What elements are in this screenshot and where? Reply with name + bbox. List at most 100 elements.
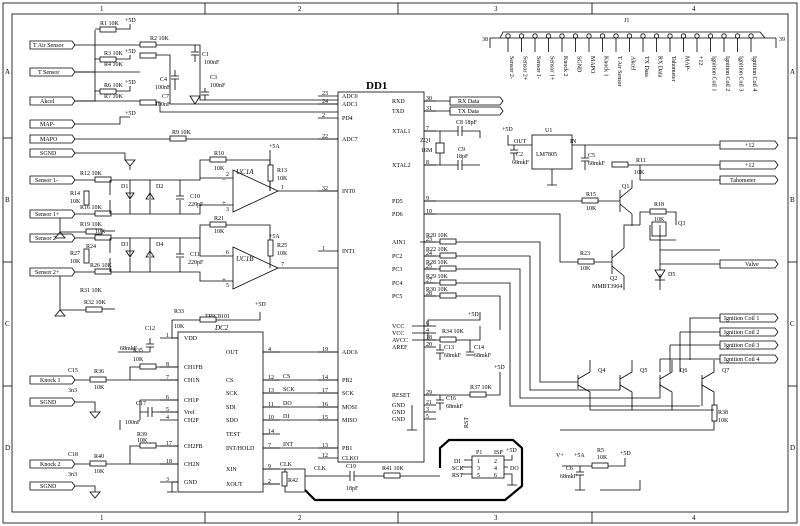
mcu-right-pin-name: AVCC [392, 338, 408, 344]
rail-p5d-reg: +5D [502, 127, 513, 133]
label-r24-value: 10K [95, 229, 106, 235]
tpic-left-pin-name: VDD [184, 336, 198, 342]
ign-q-body [619, 360, 633, 410]
mcu-right-pin-name: AIN1 [392, 240, 406, 246]
isp-pin-3: 3 [477, 466, 480, 472]
label-r38-value: 10K [718, 418, 729, 424]
opamp-uc1b-pin-inv: 6 [226, 250, 229, 256]
label-r40: R40 [94, 454, 104, 460]
conn-knock2: Knock 2 [40, 462, 61, 468]
tpic-left-pin-num: 18 [166, 459, 172, 465]
crystal-value: 16M [421, 148, 433, 154]
tpic-net-clk-2: CLK [280, 462, 293, 468]
mcu-left-pin-name: SCK [342, 391, 354, 397]
rail-p5a-2: +5A [269, 234, 280, 240]
tpic-left-pin-name: CH2N [184, 462, 200, 468]
rail-p5d-5: +5D [620, 451, 631, 457]
frame-col-4-top: 4 [692, 5, 696, 13]
mcu-left-pin-num: 19 [322, 347, 328, 353]
label-r23: R23 [580, 251, 590, 257]
regulator-pin-in: IN [570, 139, 577, 145]
tpic-right-pin-name: INT/HOLD [226, 446, 255, 452]
label-r34: R34 10K [442, 329, 465, 335]
rail-p5a-1: +5A [269, 144, 280, 150]
opamp-uc1a-pin-noninv: 3 [226, 207, 229, 213]
tpic-left-pin-num: 8 [166, 362, 169, 368]
tpic-right-pin-num: 12 [268, 375, 274, 381]
label-r15: R15 [586, 192, 596, 198]
j1-signal-label: Knock 2 [562, 56, 568, 77]
mcu-right-pin-name: RXD [392, 99, 405, 105]
tpic-right-pin-num: 7 [268, 443, 271, 449]
mcu-right-pin-name: VCC [392, 324, 404, 330]
conn-t-air-sensor: T Air Sensor [33, 43, 64, 49]
mcu-right-pin-name: GND [392, 417, 406, 423]
conn-valve: Valve [745, 262, 759, 268]
j1-pin [653, 33, 660, 39]
tpic-network [75, 312, 338, 499]
power-network [407, 312, 501, 431]
frame-row-d-right: D [790, 444, 795, 452]
mcu-left-pin-name: MISO [342, 418, 358, 424]
label-r5: R5 [597, 448, 604, 454]
j1-signal-label: MAPO [589, 56, 595, 74]
label-c1: C1 [202, 52, 209, 58]
mcu-left-pin-num: 1 [322, 246, 325, 252]
j1-pin-right: 39 [779, 37, 785, 43]
mcu-right-pin-num: 30 [426, 96, 432, 102]
frame-row-b-left: B [5, 196, 10, 204]
label-r36: R36 [94, 369, 104, 375]
ign-r38 [711, 404, 718, 422]
label-r16: R16 10K [80, 205, 103, 211]
label-q7: Q7 [722, 368, 729, 374]
label-r13-value: 10K [277, 176, 288, 182]
mcu-right-pins: 30RXD31TXD7XTAL18XTAL29PD510PD623AIN124P… [392, 96, 436, 423]
opamp-uc1b: −+ [54, 221, 338, 317]
mcu-right-pin-num: 24 [426, 251, 432, 257]
mcu-left-pin-num: 14 [322, 375, 328, 381]
j1-pin [586, 33, 592, 39]
label-r39: R39 [137, 432, 147, 438]
mcu-right-pin-name: RESET [392, 393, 411, 399]
label-c8: C8 18pF [456, 120, 478, 126]
label-c17: C17 [136, 401, 146, 407]
label-q3: Q3 [678, 221, 685, 227]
tpic-right-pin-name: TEST [226, 432, 241, 438]
mcu-left-pin-num: 16 [322, 402, 328, 408]
mcu-right-pin-name: XTAL2 [392, 163, 411, 169]
isp-title: ISP [494, 450, 503, 456]
isp-ref: P1 [476, 450, 482, 456]
j1-signal-label: TX Data [643, 56, 649, 77]
mcu-left-pin-name: INT1 [342, 249, 355, 255]
mcu-right-pin-num: 20 [426, 342, 432, 348]
mcu-right-pin-num: 8 [426, 160, 429, 166]
conn-akcel: Akcel [40, 99, 55, 105]
mcu-left-pin-num: 2 [322, 113, 325, 119]
isp-sig-di: DI [454, 459, 460, 465]
conn-sgnd-bottom: SGND [40, 484, 57, 490]
mcu-left-pin-num: 24 [322, 99, 328, 105]
label-r33-value: 10K [174, 324, 185, 330]
label-c13: C13 [444, 345, 454, 351]
frame-row-a-left: A [5, 68, 10, 76]
label-q2-value: MMBT3904 [592, 284, 622, 290]
label-r14-value: 10K [70, 199, 81, 205]
frame-col-2-top: 2 [298, 5, 302, 13]
mcu-dd1-body [337, 91, 425, 463]
label-c12-value: 68mkF [120, 346, 138, 352]
tpic-left-pin-num: 5 [166, 407, 169, 413]
label-c2-value: 68mkF [512, 160, 530, 166]
label-c5: C5 [588, 153, 595, 159]
label-c11-value: 220pF [188, 260, 204, 266]
j1-signal-label: RX Data [657, 56, 663, 77]
j1-pin [748, 33, 754, 39]
frame-row-c-left: C [5, 320, 10, 328]
opamp-uc1b-ref: UC1B [236, 255, 254, 263]
j1-pin [599, 33, 606, 39]
label-q5: Q5 [640, 368, 647, 374]
label-d4: D4 [156, 242, 163, 248]
conn-ign3: Ignition Coil 3 [724, 343, 759, 349]
conn-tahometer: Tahometer [730, 178, 756, 184]
tpic-net-do: DO [283, 401, 292, 407]
conn-sgnd-mid: SGND [40, 400, 57, 406]
